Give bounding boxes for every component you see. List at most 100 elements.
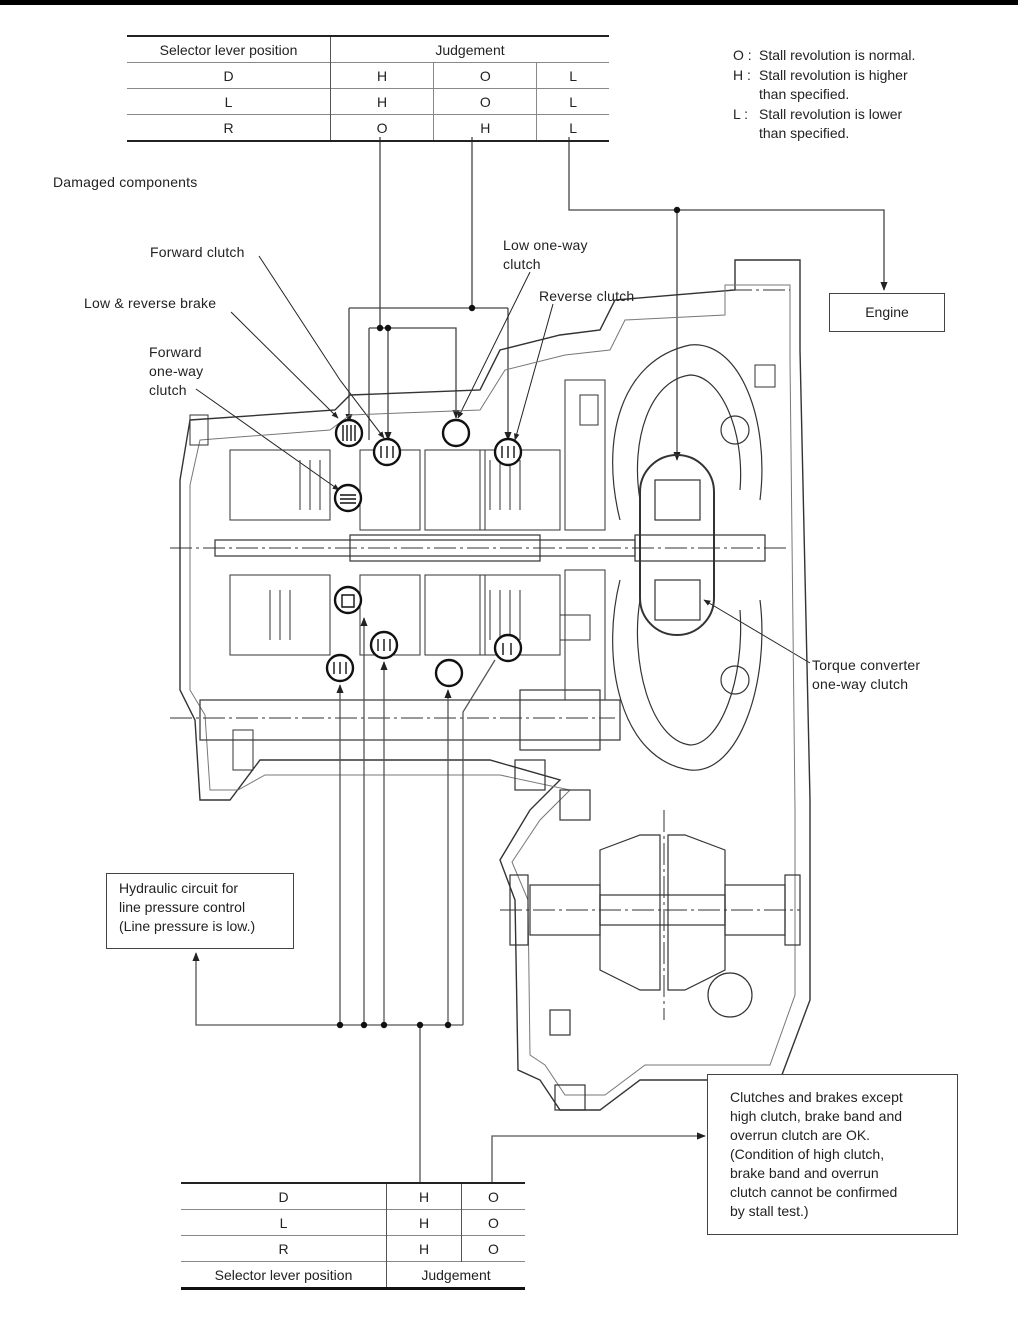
legend-key: L xyxy=(733,105,741,122)
marker-forward-one-way-clutch-lower xyxy=(333,585,363,615)
component-markers xyxy=(325,418,523,688)
box-line: brake band and overrun xyxy=(730,1165,879,1181)
judgement-cell: H xyxy=(330,62,435,89)
judgement-cell: H xyxy=(386,1235,462,1262)
center-lines xyxy=(170,289,800,1020)
header-selector-position: Selector lever position xyxy=(127,36,331,63)
marker-reverse-clutch-lower xyxy=(493,633,523,663)
box-line: clutch cannot be confirmed xyxy=(730,1184,898,1200)
bottom-judgement-table: D H O L H O R H O Selector lever positio… xyxy=(181,1182,525,1290)
judgement-cell: L xyxy=(569,119,578,136)
judgement-cell: H xyxy=(433,114,538,141)
torque-converter xyxy=(612,344,763,771)
torque-converter-one-way-clutch-label: Torque converter one-way clutch xyxy=(812,656,920,694)
reverse-clutch-label: Reverse clutch xyxy=(539,288,635,304)
header-judgement: Judgement xyxy=(435,41,505,58)
table-row: D H O L xyxy=(127,62,609,89)
connector-lines-bottom xyxy=(192,617,706,1183)
legend-text: Stall revolution is lower xyxy=(759,105,903,122)
junction-dots-top xyxy=(376,206,681,332)
junction-dots-bottom xyxy=(336,1021,452,1029)
footer-selector-position: Selector lever position xyxy=(181,1261,387,1289)
legend: O : Stall revolution is normal. H : Stal… xyxy=(733,46,915,144)
row-position: D xyxy=(127,62,331,89)
legend-item-continued: than specified. xyxy=(733,85,915,105)
row-position: L xyxy=(181,1209,387,1236)
case-outline xyxy=(179,259,811,1111)
legend-item-continued: than specified. xyxy=(733,124,915,144)
box-line: overrun clutch are OK. xyxy=(730,1127,871,1143)
table-row: L H O xyxy=(181,1209,525,1236)
legend-item: L : Stall revolution is lower xyxy=(733,105,915,125)
label-line: Low one-way xyxy=(503,237,588,253)
box-line: high clutch, brake band and xyxy=(730,1108,903,1124)
box-line: line pressure control xyxy=(119,899,246,915)
judgement-cell: L xyxy=(569,93,578,110)
hydraulic-circuit-box: Hydraulic circuit for line pressure cont… xyxy=(106,873,294,949)
legend-sep: : xyxy=(747,66,751,83)
box-line: Clutches and brakes except xyxy=(730,1089,903,1105)
bolts xyxy=(189,364,776,771)
label-line: one-way xyxy=(149,363,204,379)
leader-lines xyxy=(195,255,811,664)
main-shaft xyxy=(199,534,766,751)
judgement-cell: O xyxy=(433,62,538,89)
legend-text: than specified. xyxy=(759,86,850,102)
marker-low-reverse-brake-upper xyxy=(334,418,364,448)
table-header-row: Selector lever position Judgement xyxy=(127,36,609,63)
legend-key: H xyxy=(733,66,744,83)
engine-label: Engine xyxy=(865,304,909,320)
forward-clutch-label: Forward clutch xyxy=(150,244,245,260)
connector-lines-top xyxy=(345,137,888,461)
row-position: L xyxy=(127,88,331,115)
engine-box: Engine xyxy=(829,293,945,332)
legend-text: Stall revolution is higher xyxy=(759,66,908,83)
marker-low-one-way-lower xyxy=(434,658,464,688)
damaged-components-label: Damaged components xyxy=(53,174,198,190)
low-one-way-clutch-label: Low one-way clutch xyxy=(503,236,588,274)
judgement-cell: H xyxy=(386,1183,462,1210)
legend-item: O : Stall revolution is normal. xyxy=(733,46,915,66)
legend-sep: : xyxy=(747,47,752,63)
table-row: R O H L xyxy=(127,114,609,141)
clutches-ok-box: Clutches and brakes except high clutch, … xyxy=(707,1074,958,1235)
row-position: R xyxy=(127,114,331,141)
judgement-cell: O xyxy=(330,114,435,141)
forward-one-way-clutch-label: Forward one-way clutch xyxy=(149,343,203,400)
footer-judgement: Judgement xyxy=(421,1266,491,1283)
row-position: R xyxy=(181,1235,387,1262)
judgement-cell: O xyxy=(488,1214,499,1231)
label-line: Torque converter xyxy=(812,657,921,673)
judgement-cell: O xyxy=(488,1240,499,1257)
legend-text: than specified. xyxy=(759,125,850,141)
label-line: clutch xyxy=(503,256,541,272)
legend-text: Stall revolution is normal. xyxy=(759,47,916,63)
judgement-cell: H xyxy=(330,88,435,115)
low-reverse-brake-label: Low & reverse brake xyxy=(84,295,217,311)
table-footer-row: Selector lever position Judgement xyxy=(181,1261,525,1289)
marker-forward-one-way-clutch-upper xyxy=(333,483,363,513)
label-line: Forward xyxy=(149,344,202,360)
differential xyxy=(509,759,801,1111)
top-judgement-table: Selector lever position Judgement D H O … xyxy=(127,35,609,142)
label-line: clutch xyxy=(149,382,187,398)
box-line: by stall test.) xyxy=(730,1203,809,1219)
judgement-cell: O xyxy=(433,88,538,115)
table-row: D H O xyxy=(181,1183,525,1210)
top-border xyxy=(0,0,1018,5)
marker-low-one-way-clutch xyxy=(441,418,471,448)
box-line: Hydraulic circuit for xyxy=(119,880,239,896)
judgement-cell: O xyxy=(488,1188,499,1205)
table-row: L H O L xyxy=(127,88,609,115)
judgement-cell: H xyxy=(386,1209,462,1236)
box-line: (Condition of high clutch, xyxy=(730,1146,885,1162)
legend-key: O xyxy=(733,47,744,63)
judgement-cell: L xyxy=(569,67,578,84)
legend-sep: : xyxy=(744,105,749,122)
legend-item: H : Stall revolution is higher xyxy=(733,66,915,86)
label-line: one-way clutch xyxy=(812,676,909,692)
table-row: R H O xyxy=(181,1235,525,1262)
box-line: (Line pressure is low.) xyxy=(119,918,256,934)
row-position: D xyxy=(181,1183,387,1210)
